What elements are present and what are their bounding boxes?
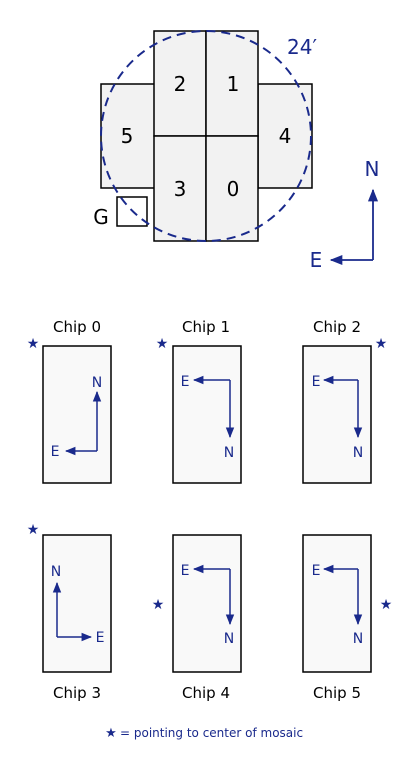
chip-3-number: 3 [174, 177, 187, 201]
chip-1-star: ★ [156, 336, 169, 352]
chip-0-number: 0 [227, 177, 240, 201]
chip-0-north-label: N [92, 375, 102, 391]
chip-panel-2: Chip 2 ★ E N [302, 318, 388, 484]
circle-size-label: 24′ [287, 35, 317, 59]
chip-panel-3: ★ N E Chip 3 [27, 522, 112, 702]
legend-star-icon: ★ [105, 726, 117, 741]
chip-4-north-label: N [224, 631, 234, 647]
chip-panel-5: ★ E N Chip 5 [302, 534, 393, 702]
chip-2-rect [153, 30, 207, 137]
compass-north-label: N [365, 157, 380, 181]
chip-4-title: Chip 4 [182, 684, 230, 702]
chip-2-north-label: N [353, 445, 363, 461]
chip-1-rect [205, 30, 259, 137]
chip-1-north-label: N [224, 445, 234, 461]
chip-0-east-label: E [51, 444, 60, 460]
chip-4-east-label: E [181, 563, 190, 579]
chip-4-star: ★ [152, 597, 165, 613]
chip-0-title: Chip 0 [53, 318, 101, 336]
chip-3-east-label: E [96, 630, 105, 646]
chip-4-outline [172, 534, 242, 673]
chip-0-outline [42, 345, 112, 484]
chip-3-north-label: N [51, 564, 61, 580]
chip-3-star: ★ [27, 522, 40, 538]
chip-0-rect [205, 135, 259, 242]
chip-5-east-label: E [312, 563, 321, 579]
chip-4-number: 4 [279, 124, 292, 148]
chip-3-outline [42, 534, 112, 673]
legend-text: = pointing to center of mosaic [120, 726, 303, 740]
chip-5-north-label: N [353, 631, 363, 647]
chip-5-number: 5 [121, 124, 134, 148]
chip-2-outline [302, 345, 372, 484]
chip-2-number: 2 [174, 72, 187, 96]
chip-2-east-label: E [312, 374, 321, 390]
chip-2-title: Chip 2 [313, 318, 361, 336]
legend: ★ = pointing to center of mosaic [105, 726, 303, 741]
compass-east-label: E [310, 248, 323, 272]
mosaic-compass: N E [310, 157, 380, 272]
chip-1-number: 1 [227, 72, 240, 96]
chip-1-title: Chip 1 [182, 318, 230, 336]
mosaic: 2 1 5 4 3 0 G 24′ [93, 30, 317, 242]
field-circle [100, 30, 312, 242]
chip-4-rect [257, 83, 313, 189]
chip-5-rect [100, 83, 156, 189]
chip-1-east-label: E [181, 374, 190, 390]
chip-3-rect [153, 135, 207, 242]
chip-panel-4: ★ E N Chip 4 [152, 534, 242, 702]
chip-panel-0: Chip 0 ★ N E [27, 318, 112, 484]
chip-0-star: ★ [27, 336, 40, 352]
chip-1-outline [172, 345, 242, 484]
guider-label: G [93, 205, 109, 229]
chip-5-star: ★ [380, 597, 393, 613]
chip-2-star: ★ [375, 336, 388, 352]
chip-5-title: Chip 5 [313, 684, 361, 702]
chip-panel-1: Chip 1 ★ E N [156, 318, 242, 484]
chip-3-title: Chip 3 [53, 684, 101, 702]
chip-5-outline [302, 534, 372, 673]
